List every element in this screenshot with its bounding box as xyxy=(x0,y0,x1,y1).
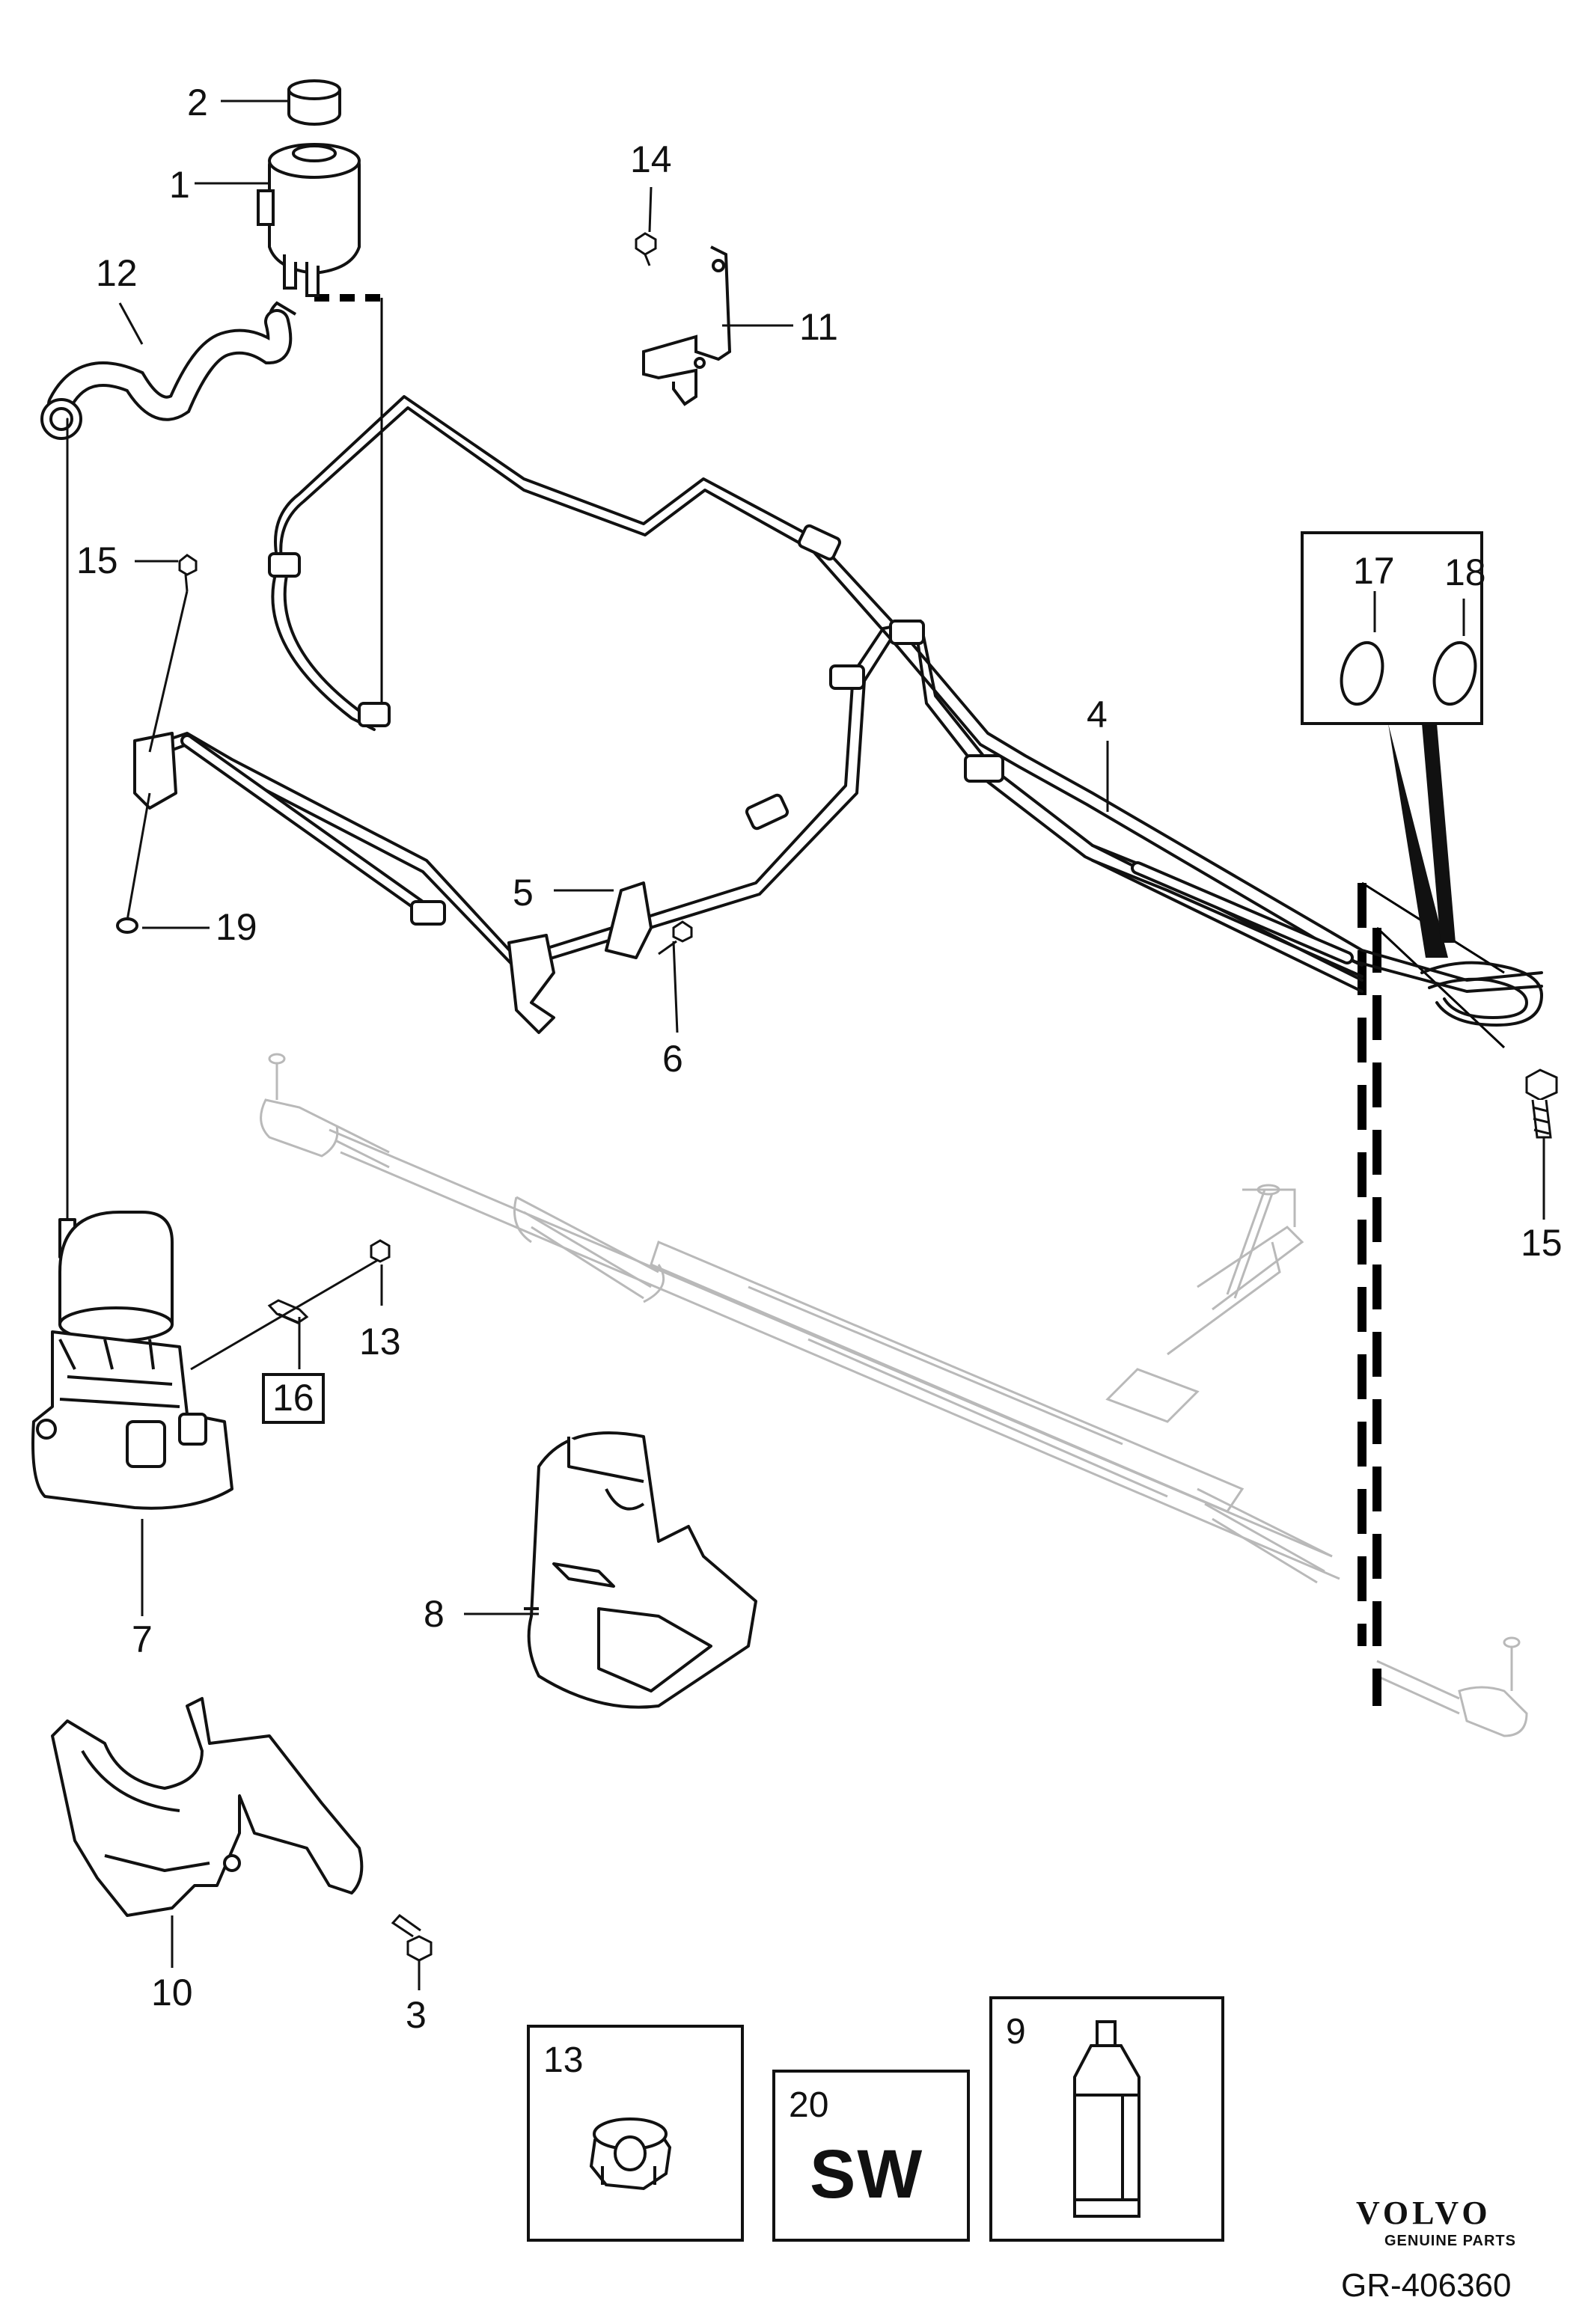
o-ring-icon xyxy=(1432,640,1477,706)
bolt-icon xyxy=(635,232,657,266)
bracket-icon xyxy=(51,1697,364,1917)
inset-fluid: 9 xyxy=(989,1996,1224,2242)
callout-2: 2 xyxy=(187,82,208,123)
reservoir-icon xyxy=(257,143,361,323)
brand-tagline: GENUINE PARTS xyxy=(1384,2233,1516,2249)
steering-rack-icon xyxy=(260,1053,1528,1737)
callout-13: 13 xyxy=(359,1321,401,1363)
callout-15-right: 15 xyxy=(1521,1222,1563,1264)
callout-7: 7 xyxy=(132,1618,153,1660)
dashed-reference-lines xyxy=(314,294,1506,1706)
callout-15-left: 15 xyxy=(76,539,118,581)
inset-sw-code: SW xyxy=(810,2136,924,2213)
callout-16: 16 xyxy=(262,1373,325,1424)
o-ring-icon xyxy=(1340,640,1384,706)
callout-3: 3 xyxy=(406,1994,427,2036)
pump-cover-icon xyxy=(524,1431,757,1709)
o-ring-icon xyxy=(116,917,138,934)
callout-5: 5 xyxy=(513,872,534,914)
inset-sw-number: 20 xyxy=(789,2085,829,2125)
callout-10: 10 xyxy=(151,1972,193,2013)
cap-icon xyxy=(287,79,341,126)
o-ring-inset xyxy=(1301,531,1483,958)
inset-nut-number: 13 xyxy=(543,2040,584,2080)
callout-14: 14 xyxy=(630,138,672,180)
inset-fluid-number: 9 xyxy=(1006,2012,1026,2052)
callout-6: 6 xyxy=(662,1038,683,1080)
nut-icon xyxy=(190,1239,391,1371)
bracket-icon xyxy=(642,245,732,406)
callout-12: 12 xyxy=(96,252,138,294)
brand-name: VOLVO xyxy=(1356,2195,1491,2231)
callout-1: 1 xyxy=(169,164,190,206)
supply-hose-icon xyxy=(40,309,293,1221)
callout-11: 11 xyxy=(799,306,838,348)
callout-17: 17 xyxy=(1353,550,1395,592)
callout-8: 8 xyxy=(424,1593,445,1635)
inset-nut: 13 xyxy=(527,2025,744,2242)
inset-sw: 20 SW xyxy=(772,2070,970,2242)
callout-19: 19 xyxy=(216,906,257,948)
pump-icon xyxy=(31,1211,233,1510)
bolt-icon xyxy=(178,554,1558,1139)
callout-18: 18 xyxy=(1444,551,1486,593)
hose-icon xyxy=(133,395,1543,1034)
callout-4: 4 xyxy=(1087,694,1108,736)
bolt-icon xyxy=(391,1914,433,1962)
reference-code: GR-406360 xyxy=(1341,2267,1512,2304)
leader-lines xyxy=(118,100,1545,1990)
